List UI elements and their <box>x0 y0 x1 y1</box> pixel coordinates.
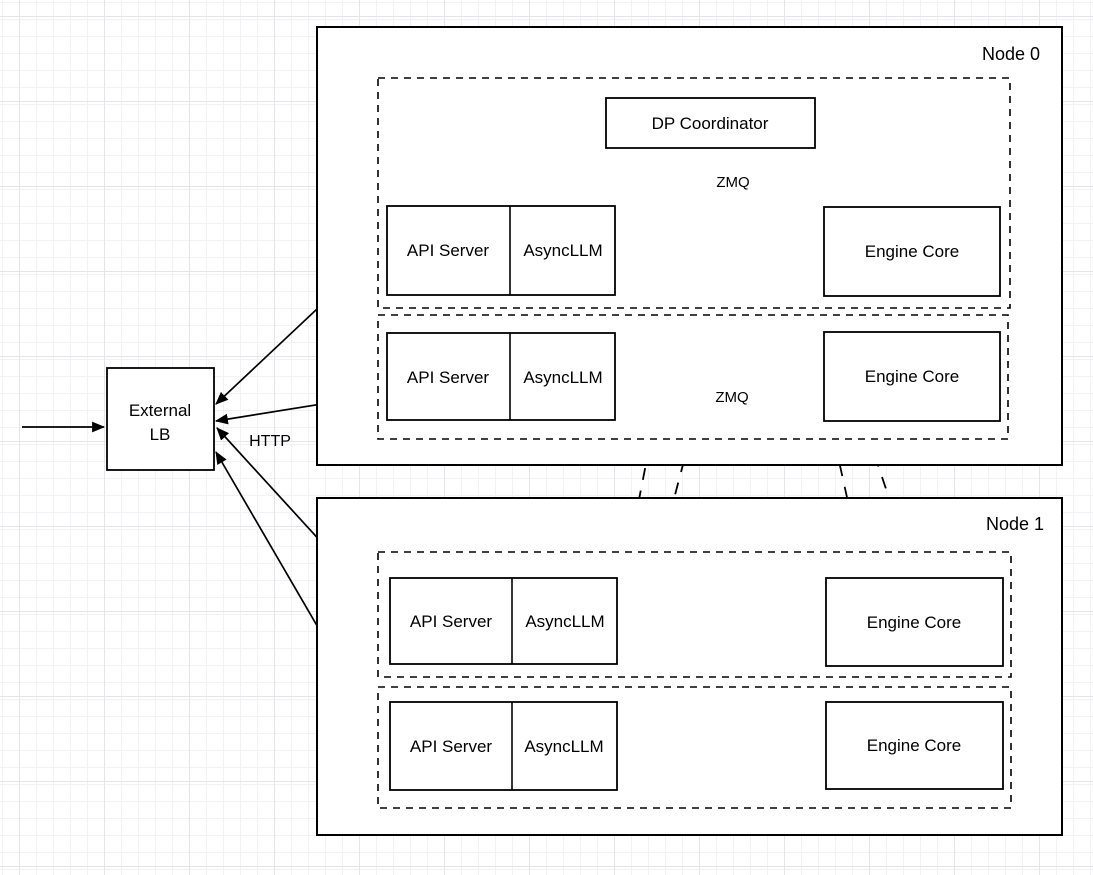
external-lb-label-line2: LB <box>150 425 171 444</box>
asyncllm-label-node0-2: AsyncLLM <box>523 368 602 387</box>
external-lb-label-line1: External <box>129 401 191 420</box>
api-server-label-node1-2: API Server <box>410 737 493 756</box>
api-server-label-node1-1: API Server <box>410 612 493 631</box>
node1-group-2 <box>377 686 1012 809</box>
api-server-label-node0-1: API Server <box>407 241 490 260</box>
external-lb-box <box>106 367 215 471</box>
node0-label: Node 0 <box>982 44 1040 64</box>
api-asyncllm-box-node0-1 <box>386 205 616 296</box>
node1-label: Node 1 <box>986 514 1044 534</box>
dp-coordinator-label: DP Coordinator <box>652 114 769 133</box>
zmq-engine-edge-label: ZMQ <box>715 389 748 406</box>
node0-group-1 <box>377 77 1011 309</box>
node1-group-1 <box>377 551 1012 678</box>
api-asyncllm-box-node0-2 <box>386 332 616 421</box>
api-asyncllm-box-node1-1 <box>389 577 618 665</box>
asyncllm-label-node1-1: AsyncLLM <box>525 612 604 631</box>
asyncllm-label-node1-2: AsyncLLM <box>524 737 603 756</box>
engine-core-label-node1-1: Engine Core <box>867 613 962 632</box>
http-edge-label: HTTP <box>249 433 291 450</box>
zmq-coordinator-edge-label: ZMQ <box>716 174 749 191</box>
engine-core-box-node1-1 <box>825 577 1004 667</box>
engine-core-box-node0-1 <box>823 206 1001 297</box>
engine-core-label-node1-2: Engine Core <box>867 736 962 755</box>
engine-core-box-node1-2 <box>825 701 1004 790</box>
api-server-label-node0-2: API Server <box>407 368 490 387</box>
asyncllm-label-node0-1: AsyncLLM <box>523 241 602 260</box>
engine-core-box-node0-2 <box>823 331 1001 422</box>
node0-group-2 <box>377 314 1009 440</box>
engine-core-label-node0-2: Engine Core <box>865 367 960 386</box>
engine-core-label-node0-1: Engine Core <box>865 242 960 261</box>
dp-coordinator-box <box>605 97 816 149</box>
api-asyncllm-box-node1-2 <box>389 701 618 791</box>
